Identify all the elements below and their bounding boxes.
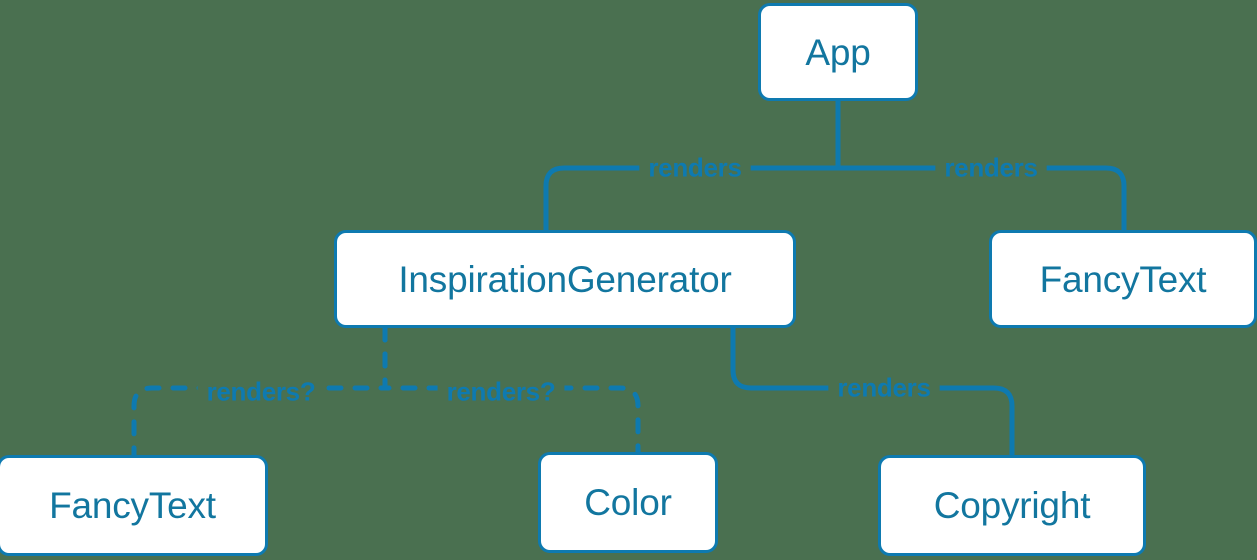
node-fancytext-bottom-label: FancyText [49,485,216,526]
edge-label-mask [197,372,325,412]
edge-label-inspiration-to-fancytext-bottom: renders? [206,376,316,407]
edge-app-to-inspiration-generator [543,98,841,233]
edge-app-to-fancytext-right [835,98,1127,233]
edge-label-inspiration-to-copyright: renders [837,372,931,403]
node-copyright[interactable]: Copyright [878,455,1146,556]
node-inspiration-generator-label: InspirationGenerator [398,258,732,300]
edge-inspiration-to-fancytext-bottom [131,325,388,458]
edge-label-app-to-inspiration-generator: renders [648,152,742,183]
node-color[interactable]: Color [538,452,718,553]
edge-inspiration-to-color [382,325,641,455]
edge-label-mask [639,148,751,188]
edge-label-app-to-fancytext-right: renders [944,152,1038,183]
node-fancytext-bottom[interactable]: FancyText [0,455,268,556]
node-inspiration-generator[interactable]: InspirationGenerator [334,230,796,328]
edge-label-mask [828,368,940,408]
edge-label-inspiration-to-color: renders? [446,376,556,407]
node-color-label: Color [584,482,672,523]
node-fancytext-right[interactable]: FancyText [989,230,1257,328]
node-copyright-label: Copyright [933,485,1091,526]
node-fancytext-right-label: FancyText [1039,258,1207,300]
node-app[interactable]: App [758,3,918,101]
edge-label-mask [935,148,1047,188]
node-app-label: App [805,31,871,73]
edge-label-mask [437,372,565,412]
